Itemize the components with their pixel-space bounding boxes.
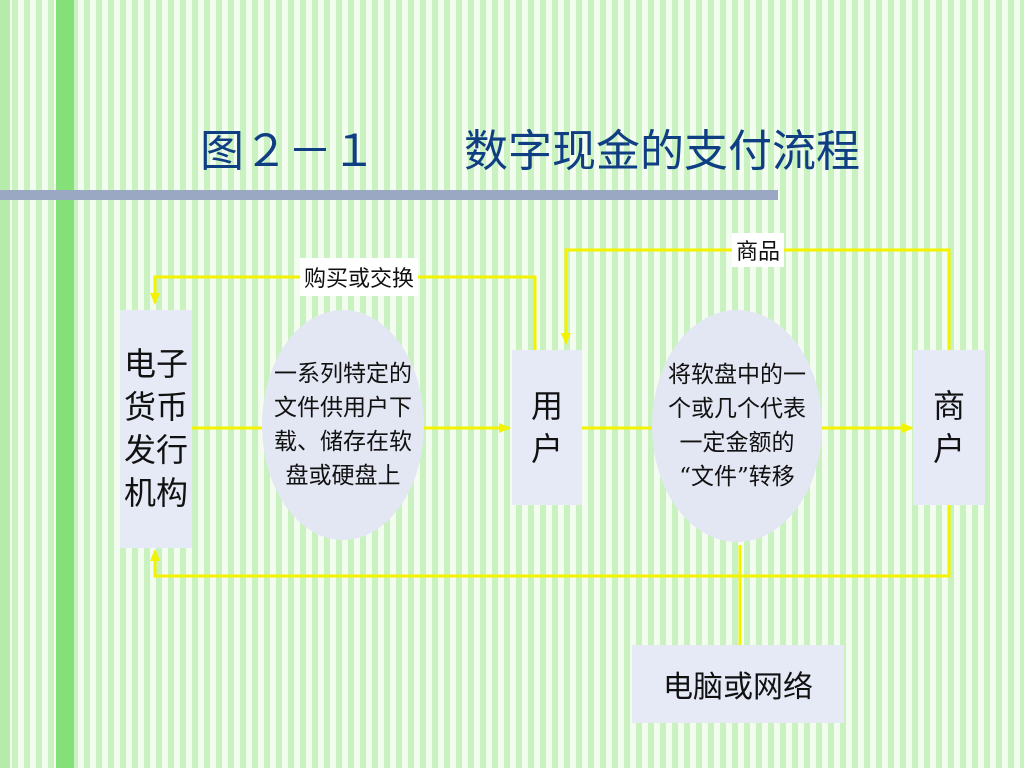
goods-label: 商品: [732, 233, 784, 267]
merchant-node: 商 户: [913, 350, 985, 505]
page-title: 图２－１ 数字现金的支付流程: [200, 126, 860, 177]
buy-or-exchange-label: 购买或交换: [300, 258, 418, 296]
issuer-node: 电子 货币 发行 机构: [120, 310, 192, 548]
left-decor-band: [0, 0, 10, 768]
title-rule: [0, 190, 778, 200]
user-node: 用 户: [512, 350, 582, 505]
transfer-step: 将软盘中的一 个或几个代表 一定金额的 “文件”转移: [652, 310, 822, 542]
network-node: 电脑或网络: [632, 645, 844, 723]
file-download-step: 一系列特定的 文件供用户下 载、储存在软 盘或硬盘上: [262, 310, 424, 540]
arrow-merchant-return-to-issuer: [150, 505, 951, 578]
